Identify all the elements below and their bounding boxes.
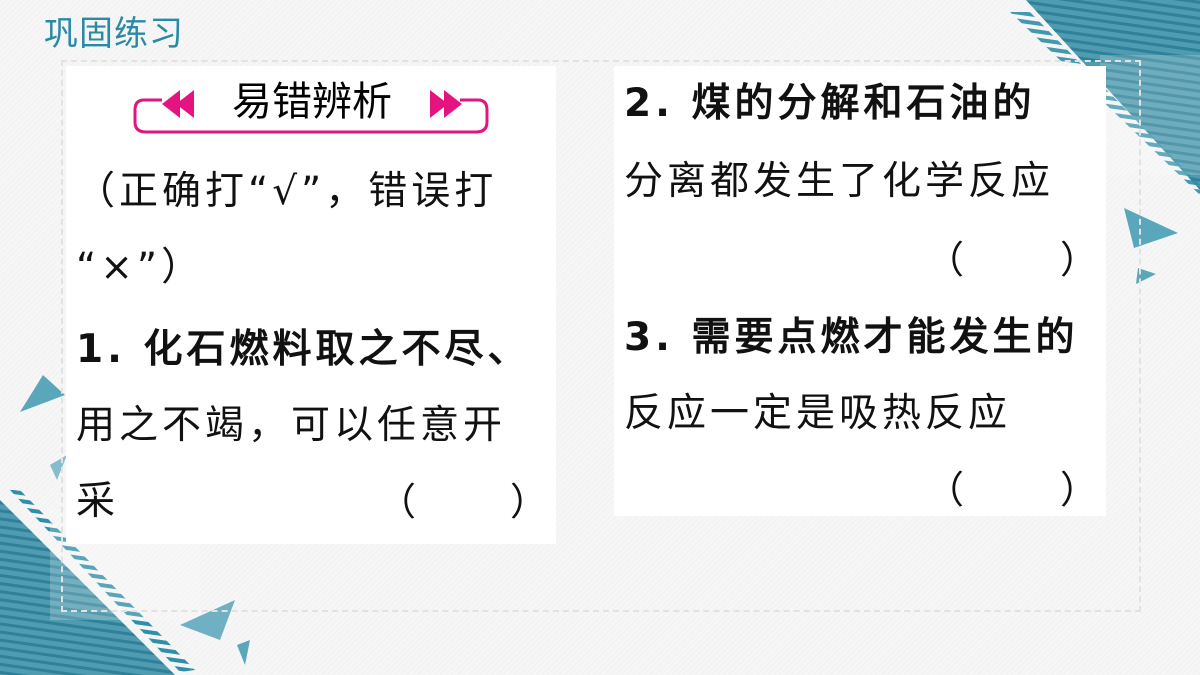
answer-blank-3-close: ） (1060, 468, 1099, 512)
badge-label: 易错辨析 (214, 76, 410, 128)
double-chevron-right-icon (430, 90, 462, 118)
answer-blank-1-open: （ (378, 480, 417, 524)
decorative-stripes-top-right (1010, 0, 1200, 195)
question-3-line-1: 3. 需要点燃才能发生的 (624, 315, 1079, 360)
question-3-line-2: 反应一定是吸热反应 (624, 391, 1012, 436)
answer-blank-1-close: ） (510, 480, 549, 524)
error-analysis-badge: 易错辨析 (132, 76, 490, 134)
page-title: 巩固练习 (44, 14, 184, 54)
dashed-frame (61, 60, 1141, 612)
answer-blank-3-open: （ (926, 468, 965, 512)
left-content-card (66, 66, 556, 544)
question-1-line-3: 采 (76, 479, 120, 524)
right-content-card (614, 66, 1106, 516)
question-1-line-1: 1. 化石燃料取之不尽、 (76, 327, 531, 372)
answer-blank-2-open: （ (926, 238, 965, 282)
instruction-line-2: “×”） (76, 245, 205, 290)
double-chevron-left-icon (162, 90, 194, 118)
badge-frame (133, 90, 489, 134)
instruction-line-1: （正确打“√”，错误打 (76, 169, 498, 214)
question-1-line-2: 用之不竭，可以任意开 (76, 403, 507, 448)
question-2-line-2: 分离都发生了化学反应 (624, 159, 1055, 204)
decorative-triangle-right (1124, 208, 1178, 284)
answer-blank-2-close: ） (1060, 238, 1099, 282)
question-2-line-1: 2. 煤的分解和石油的 (624, 81, 1036, 126)
